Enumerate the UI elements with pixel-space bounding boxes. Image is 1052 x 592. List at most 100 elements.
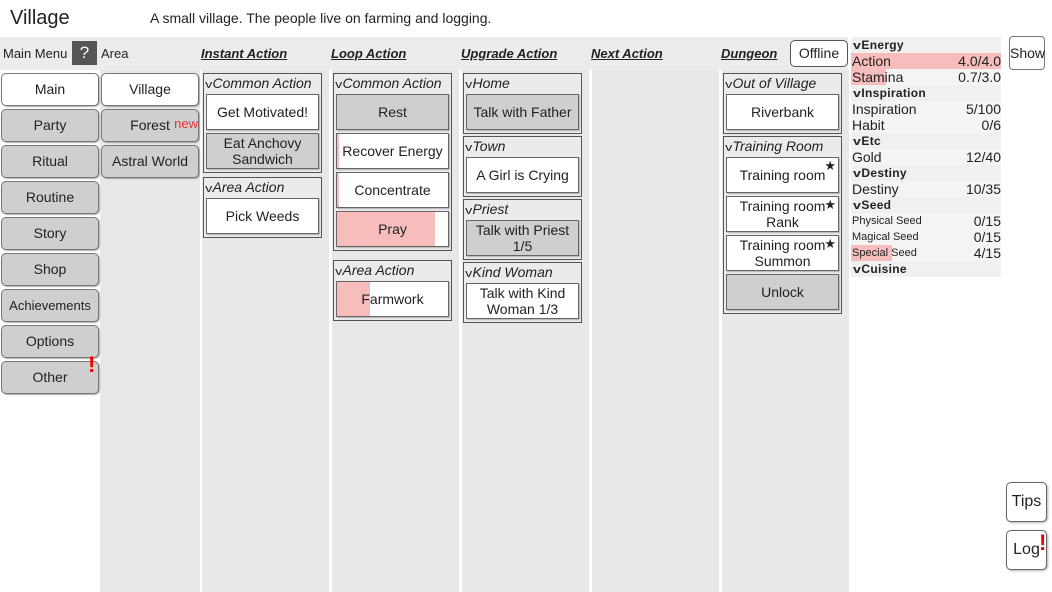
menu-other-label: Other: [32, 369, 68, 385]
loop-area-group: vArea Action Farmwork: [333, 260, 452, 321]
chevron-down-icon: v: [725, 79, 733, 91]
header-bar: [0, 37, 848, 70]
action-girl-is-crying[interactable]: A Girl is Crying: [466, 157, 579, 193]
menu-main[interactable]: Main: [1, 73, 99, 106]
menu-story[interactable]: Story: [1, 217, 99, 250]
chevron-down-icon: v: [853, 88, 862, 100]
log-alert-icon: !: [1039, 530, 1047, 555]
resource-fill: [851, 69, 886, 85]
instant-area-group: vArea Action Pick Weeds: [203, 177, 322, 238]
action-rest[interactable]: Rest: [336, 94, 449, 130]
offline-button[interactable]: Offline: [790, 40, 848, 67]
chevron-down-icon: v: [205, 79, 213, 91]
progress-fill: [337, 212, 435, 246]
instant-area-header[interactable]: vArea Action: [204, 178, 321, 196]
action-talk-with-kind-woman[interactable]: Talk with Kind Woman 1/3: [466, 283, 579, 319]
action-training-room-rank[interactable]: Training room Rank★: [726, 196, 839, 232]
resource-category-energy[interactable]: vEnergy: [851, 37, 1001, 53]
chevron-down-icon: v: [853, 200, 862, 212]
dungeon-out-header[interactable]: vOut of Village: [724, 74, 841, 92]
action-talk-with-father[interactable]: Talk with Father: [466, 94, 579, 130]
resource-fill: [851, 53, 1001, 69]
loop-common-group: vCommon Action Rest Recover Energy Conce…: [333, 73, 452, 251]
menu-shop[interactable]: Shop: [1, 253, 99, 286]
area-title: Village: [10, 7, 70, 29]
unlock-button[interactable]: Unlock: [726, 274, 839, 310]
menu-routine[interactable]: Routine: [1, 181, 99, 214]
area-village[interactable]: Village: [101, 73, 199, 106]
action-riverbank[interactable]: Riverbank: [726, 94, 839, 130]
chevron-down-icon: v: [465, 205, 473, 217]
area-forest-label: Forest: [130, 117, 170, 133]
upgrade-home-group: vHome Talk with Father: [463, 73, 582, 134]
action-talk-with-priest[interactable]: Talk with Priest 1/5: [466, 220, 579, 256]
chevron-down-icon: v: [853, 168, 862, 180]
menu-party[interactable]: Party: [1, 109, 99, 142]
area-forest[interactable]: Forest new: [101, 109, 199, 142]
resource-category-inspiration[interactable]: vInspiration: [851, 85, 1001, 101]
log-button[interactable]: Log: [1006, 530, 1047, 570]
resource-category-destiny[interactable]: vDestiny: [851, 165, 1001, 181]
other-alert-icon: !: [88, 352, 96, 377]
chevron-down-icon: v: [853, 40, 862, 52]
action-eat-anchovy-sandwich[interactable]: Eat Anchovy Sandwich: [206, 133, 319, 169]
upgrade-action-title: Upgrade Action: [461, 46, 558, 61]
menu-options[interactable]: Options: [1, 325, 99, 358]
upgrade-kind-woman-header[interactable]: vKind Woman: [464, 263, 581, 281]
instant-common-group: vCommon Action Get Motivated! Eat Anchov…: [203, 73, 322, 173]
star-icon: ★: [824, 236, 836, 251]
action-training-room[interactable]: Training room★: [726, 157, 839, 193]
area-astral-world[interactable]: Astral World: [101, 145, 199, 178]
action-recover-energy[interactable]: Recover Energy: [336, 133, 449, 169]
action-farmwork[interactable]: Farmwork: [336, 281, 449, 317]
loop-action-title: Loop Action: [331, 46, 407, 61]
next-column: [592, 70, 719, 592]
dungeon-title: Dungeon: [721, 46, 778, 61]
chevron-down-icon: v: [205, 183, 213, 195]
menu-achievements[interactable]: Achievements: [1, 289, 99, 322]
menu-ritual[interactable]: Ritual: [1, 145, 99, 178]
menu-other[interactable]: Other: [1, 361, 99, 394]
resource-category-cuisine[interactable]: vCuisine: [851, 261, 1001, 277]
area-description: A small village. The people live on farm…: [150, 10, 492, 26]
upgrade-home-header[interactable]: vHome: [464, 74, 581, 92]
action-get-motivated[interactable]: Get Motivated!: [206, 94, 319, 130]
action-pray[interactable]: Pray: [336, 211, 449, 247]
upgrade-town-group: vTown A Girl is Crying: [463, 136, 582, 197]
resource-fill: [851, 245, 892, 261]
instant-common-header[interactable]: vCommon Action: [204, 74, 321, 92]
chevron-down-icon: v: [335, 266, 343, 278]
dungeon-training-header[interactable]: vTraining Room: [724, 137, 841, 155]
loop-area-header[interactable]: vArea Action: [334, 261, 451, 279]
chevron-down-icon: v: [465, 268, 473, 280]
next-action-title: Next Action: [591, 46, 663, 61]
tips-button[interactable]: Tips: [1006, 482, 1047, 522]
chevron-down-icon: v: [725, 142, 733, 154]
resource-category-etc[interactable]: vEtc: [851, 133, 1001, 149]
chevron-down-icon: v: [335, 79, 343, 91]
upgrade-priest-header[interactable]: vPriest: [464, 200, 581, 218]
area-label: Area: [101, 46, 129, 61]
chevron-down-icon: v: [853, 136, 862, 148]
action-training-room-summon[interactable]: Training room Summon★: [726, 235, 839, 271]
resource-category-seed[interactable]: vSeed: [851, 197, 1001, 213]
progress-fill: [337, 134, 340, 168]
upgrade-priest-group: vPriest Talk with Priest 1/5: [463, 199, 582, 260]
action-concentrate[interactable]: Concentrate: [336, 172, 449, 208]
show-button[interactable]: Show: [1009, 36, 1045, 70]
upgrade-town-header[interactable]: vTown: [464, 137, 581, 155]
dungeon-out-group: vOut of Village Riverbank: [723, 73, 842, 134]
loop-common-header[interactable]: vCommon Action: [334, 74, 451, 92]
action-pick-weeds[interactable]: Pick Weeds: [206, 198, 319, 234]
help-button[interactable]: ?: [72, 41, 97, 65]
star-icon: ★: [824, 158, 836, 173]
